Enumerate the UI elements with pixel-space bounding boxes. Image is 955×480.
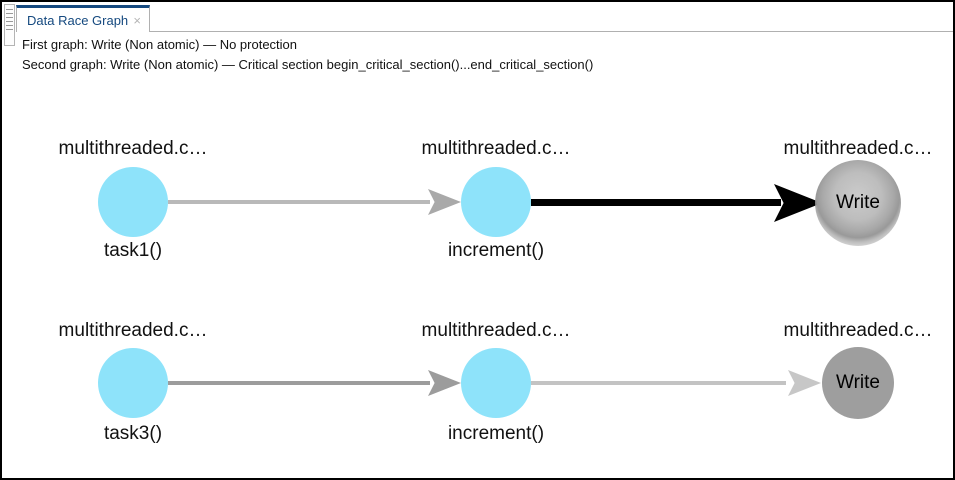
node-task1[interactable] xyxy=(98,167,168,237)
edge-increment-write-highlighted xyxy=(531,199,781,206)
tab-title: Data Race Graph xyxy=(27,12,129,28)
node-increment-first[interactable] xyxy=(461,167,531,237)
func-label: task3() xyxy=(103,423,163,444)
arrowhead-task3-increment xyxy=(428,370,461,396)
file-label: multithreaded.c… xyxy=(421,138,571,159)
file-label: multithreaded.c… xyxy=(58,138,208,159)
node-write-second[interactable]: Write xyxy=(822,347,894,419)
second-graph-caption: Second graph: Write (Non atomic) — Criti… xyxy=(22,57,594,72)
tab-bar-divider xyxy=(150,31,953,32)
first-graph-caption: First graph: Write (Non atomic) — No pro… xyxy=(22,37,298,52)
file-label: multithreaded.c… xyxy=(783,138,933,159)
func-label: task1() xyxy=(103,240,163,261)
write-access-label: Write xyxy=(836,192,880,213)
func-label: increment() xyxy=(447,423,545,444)
arrowhead-task1-increment xyxy=(428,189,461,215)
close-icon[interactable]: × xyxy=(133,12,141,28)
arrowhead-increment-write-second xyxy=(788,370,821,396)
func-label: increment() xyxy=(447,240,545,261)
write-access-label: Write xyxy=(836,372,880,393)
node-increment-second[interactable] xyxy=(461,348,531,418)
edge-task1-increment xyxy=(168,200,430,204)
node-write-first-selected[interactable]: Write xyxy=(815,160,901,246)
edge-task3-increment xyxy=(168,381,430,385)
file-label: multithreaded.c… xyxy=(58,320,208,341)
edge-increment-write-second xyxy=(531,381,786,385)
node-task3[interactable] xyxy=(98,348,168,418)
tab-data-race-graph[interactable]: Data Race Graph × xyxy=(16,5,150,32)
file-label: multithreaded.c… xyxy=(421,320,571,341)
pane-drag-grip[interactable] xyxy=(4,4,15,46)
file-label: multithreaded.c… xyxy=(783,320,933,341)
grip-lines-icon xyxy=(6,9,13,31)
